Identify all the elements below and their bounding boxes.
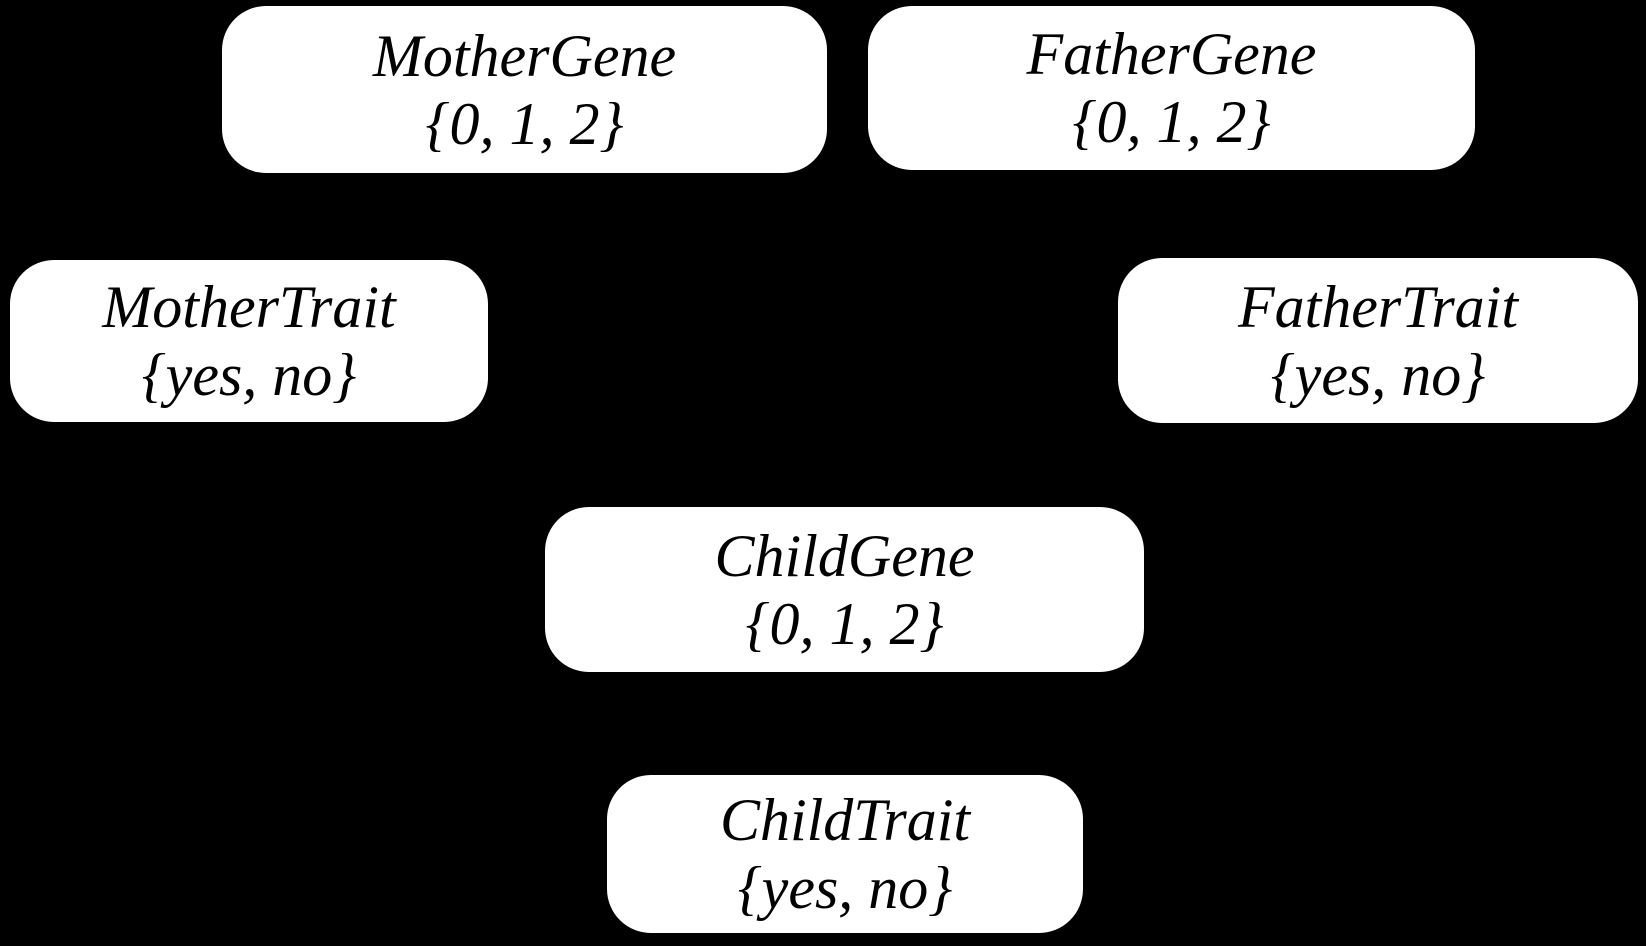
node-father-trait-domain: {yes, no} — [1270, 341, 1486, 408]
node-father-gene-domain: {0, 1, 2} — [1072, 89, 1271, 155]
node-child-gene: ChildGene {0, 1, 2} — [545, 507, 1144, 672]
node-child-gene-domain: {0, 1, 2} — [745, 590, 944, 657]
node-child-gene-title: ChildGene — [714, 522, 975, 589]
node-father-gene: FatherGene {0, 1, 2} — [868, 6, 1475, 170]
node-father-trait: FatherTrait {yes, no} — [1118, 258, 1638, 423]
node-child-trait: ChildTrait {yes, no} — [607, 775, 1083, 933]
node-mother-trait: MotherTrait {yes, no} — [10, 260, 488, 422]
node-father-trait-title: FatherTrait — [1237, 273, 1519, 340]
node-child-trait-title: ChildTrait — [719, 787, 971, 853]
node-mother-gene-title: MotherGene — [372, 22, 677, 89]
node-mother-trait-title: MotherTrait — [102, 274, 396, 340]
node-father-gene-title: FatherGene — [1026, 21, 1317, 87]
node-mother-gene: MotherGene {0, 1, 2} — [222, 6, 827, 173]
node-mother-trait-domain: {yes, no} — [141, 342, 357, 408]
node-child-trait-domain: {yes, no} — [737, 855, 953, 921]
node-mother-gene-domain: {0, 1, 2} — [425, 90, 624, 157]
